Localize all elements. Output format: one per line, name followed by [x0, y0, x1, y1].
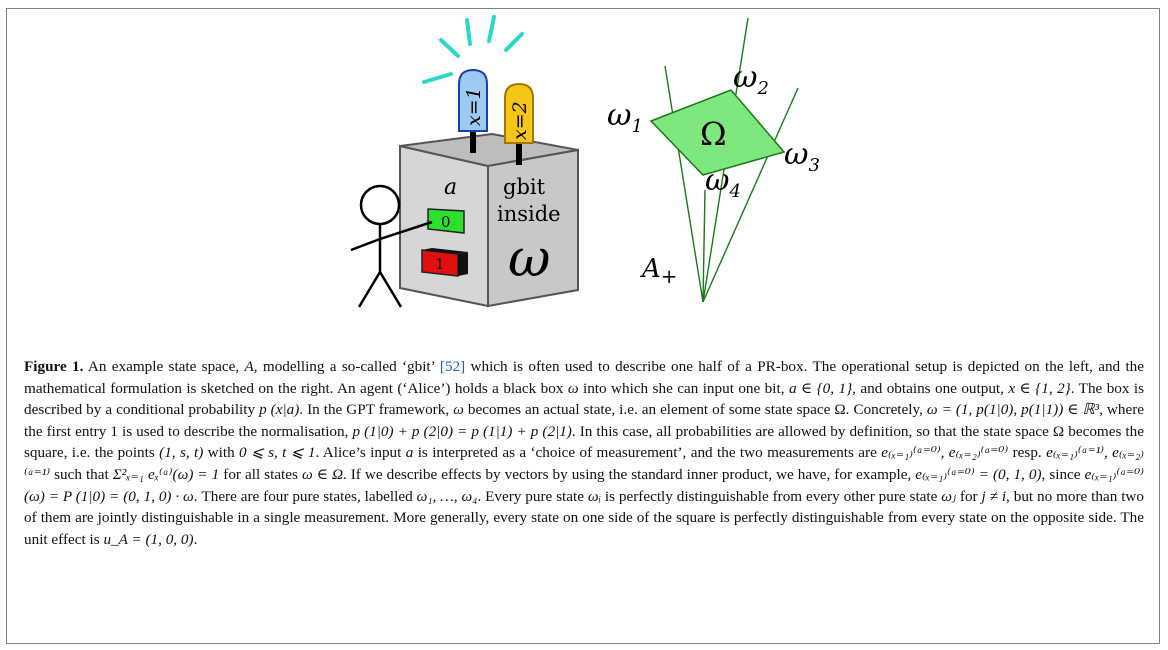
- cone-label-A: A: [640, 254, 661, 284]
- input-label: a: [444, 175, 457, 200]
- cone-label-plus: +: [661, 264, 678, 288]
- box-text-gbit: gbit: [503, 175, 546, 199]
- caption-text-22: . Alice’s input: [315, 444, 406, 462]
- omega1-symbol: ω: [607, 98, 631, 133]
- math-sum: Σ²ₓ₌₁ eₓ⁽ᵃ⁾(ω) = 1: [112, 465, 220, 483]
- caption-text-44: , but no more than two of them are joint…: [24, 487, 1144, 548]
- math-unit-effect: u_A = (1, 0, 0): [103, 530, 194, 548]
- button-0-label: 0: [441, 213, 451, 231]
- button-1: 1: [421, 248, 468, 277]
- caption-text-38: . Every pure state: [477, 487, 588, 505]
- figure-illustration: x=1 x=2 a 0 1 gbit inside ω: [350, 15, 820, 308]
- vertex-label-omega3: ω3: [784, 137, 820, 176]
- caption-text-10: . The box is described by a conditional …: [24, 379, 1145, 419]
- caption-text-20: with: [203, 444, 240, 462]
- math-omega-2: ω: [453, 401, 464, 419]
- caption-text-26: resp.: [1008, 444, 1047, 462]
- box-omega-symbol: ω: [508, 229, 550, 289]
- left-panel: x=1 x=2 a 0 1 gbit inside ω: [350, 15, 579, 308]
- caption-text-12: . In the GPT framework,: [299, 401, 454, 419]
- caption-text-24: is interpreted as a ‘choice of measureme…: [413, 444, 882, 462]
- button-0: 0: [427, 208, 465, 234]
- figure-caption: Figure 1. An example state space, A, mod…: [24, 356, 1144, 550]
- omega4-symbol: ω: [705, 163, 729, 198]
- figure-label: Figure 1.: [24, 358, 84, 375]
- vertex-label-omega1: ω1: [607, 98, 643, 137]
- math-measurements-a1: e₍ₓ₌₁₎⁽ᵃ⁼¹⁾, e₍ₓ₌₂₎⁽ᵃ⁼¹⁾: [24, 444, 1144, 483]
- caption-text-0: An example state space,: [83, 358, 245, 375]
- omega2-sub: 2: [756, 78, 768, 99]
- caption-text-8: , and obtains one output,: [852, 379, 1009, 397]
- math-effect-vector: e₍ₓ₌₁₎⁽ᵃ⁼⁰⁾ = (0, 1, 0): [915, 465, 1042, 483]
- math-effect-eval: e₍ₓ₌₁₎⁽ᵃ⁼⁰⁾(ω) = P (1|0) = (0, 1, 0) · ω: [24, 465, 1144, 505]
- caption-text-32: . If we describe effects by vectors by u…: [342, 465, 916, 483]
- cone-label: A+: [640, 254, 678, 288]
- omega3-sub: 3: [808, 155, 819, 176]
- math-x-set: x ∈ {1, 2}: [1008, 379, 1071, 397]
- math-pure-states: ω₁, …, ω₄: [416, 487, 478, 505]
- math-omega-in: ω ∈ Ω: [301, 465, 343, 483]
- caption-text-42: for: [956, 487, 982, 505]
- button-1-label: 1: [435, 255, 445, 273]
- math-conditional-prob: p (x|a): [259, 401, 300, 419]
- math-A: A: [244, 358, 254, 375]
- caption-text-34: , since: [1041, 465, 1085, 483]
- caption-text-16: , where the first entry 1 is used to des…: [24, 401, 1145, 440]
- figure-frame: [6, 8, 1160, 644]
- caption-text-18: . In this case, all probabilities are al…: [24, 422, 1144, 462]
- bulb-x2-label: x=2: [509, 101, 531, 140]
- light-rays: [422, 15, 524, 84]
- bulb-x2: x=2: [504, 82, 534, 144]
- math-a: a: [405, 444, 414, 462]
- math-omega-i: ωᵢ: [587, 487, 601, 505]
- caption-text-6: into which she can input one bit,: [578, 379, 789, 397]
- vertex-label-omega2: ω2: [733, 60, 769, 99]
- citation-link[interactable]: [52]: [439, 358, 466, 375]
- math-omega-j: ωⱼ: [941, 487, 957, 505]
- omega1-sub: 1: [631, 116, 642, 137]
- omega4-sub: 4: [728, 181, 740, 202]
- alice-figure: [350, 184, 433, 308]
- math-point: (1, s, t): [159, 444, 204, 462]
- bulb-x1-label: x=1: [463, 87, 485, 126]
- caption-text-28: such that: [50, 465, 113, 483]
- caption-paragraph: Figure 1. An example state space, A, mod…: [24, 356, 1144, 550]
- right-panel: Ω ω1 ω2 ω3 ω4 A+: [607, 17, 820, 303]
- caption-text-30: for all states: [219, 465, 302, 483]
- caption-text-40: is perfectly distinguishable from every …: [601, 487, 942, 505]
- caption-text-4: which is often used to describe one half…: [24, 358, 1145, 397]
- caption-text-2: , modelling a so-called ‘gbit’: [253, 358, 440, 375]
- state-space-square: [649, 89, 786, 176]
- math-j-neq-i: j ≠ i: [981, 487, 1007, 505]
- math-measurements-a0: e₍ₓ₌₁₎⁽ᵃ⁼⁰⁾, e₍ₓ₌₂₎⁽ᵃ⁼⁰⁾: [881, 444, 1009, 462]
- omega3-symbol: ω: [784, 137, 808, 172]
- region-label: Ω: [700, 115, 727, 153]
- caption-text-36: . There are four pure states, labelled: [193, 487, 417, 505]
- caption-text-14: becomes an actual state, i.e. an element…: [463, 401, 927, 419]
- bulb-x1: x=1: [458, 68, 488, 132]
- caption-text-46: .: [193, 530, 198, 548]
- math-a-set: a ∈ {0, 1}: [788, 379, 853, 397]
- math-omega-vector: ω = (1, p(1|0), p(1|1)) ∈ ℝ³: [926, 401, 1100, 419]
- omega2-symbol: ω: [733, 60, 757, 95]
- math-omega: ω: [567, 379, 579, 397]
- math-normalisation: p (1|0) + p (2|0) = p (1|1) + p (2|1): [352, 422, 572, 440]
- box-text-inside: inside: [497, 202, 561, 226]
- vertex-label-omega4: ω4: [705, 163, 741, 202]
- math-range: 0 ⩽ s, t ⩽ 1: [239, 444, 316, 462]
